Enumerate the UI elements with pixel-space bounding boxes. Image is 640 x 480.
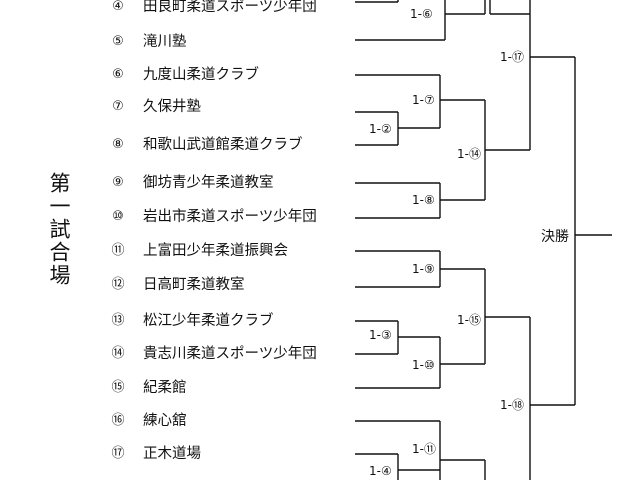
team-name: 滝川塾 [143, 34, 187, 50]
team-name: 日高町柔道教室 [143, 277, 245, 293]
match-label: 1-⑦ [412, 93, 435, 107]
team-name: 御坊青少年柔道教室 [143, 175, 274, 191]
seed-number: ⑯ [111, 413, 125, 428]
venue-label: 第一試合場 [47, 172, 71, 287]
match-label: 1-⑨ [412, 262, 435, 276]
team-entry: ⑤ 滝川塾 [108, 32, 187, 52]
team-entry: ⑫ 日高町柔道教室 [108, 275, 245, 295]
team-entry: ⑭ 貴志川柔道スポーツ少年団 [108, 344, 317, 364]
team-entry: ⑯ 練心舘 [108, 411, 187, 431]
team-entry: ⑧ 和歌山武道館柔道クラブ [108, 135, 303, 155]
match-label: 1-⑥ [410, 7, 433, 21]
match-label: 1-⑭ [457, 147, 481, 161]
team-name: 正木道場 [143, 446, 201, 462]
match-label: 1-⑮ [457, 313, 481, 327]
match-label: 1-③ [369, 328, 392, 342]
seed-number: ⑰ [111, 446, 125, 461]
team-name: 田良町柔道スポーツ少年団 [143, 0, 317, 15]
seed-number: ⑨ [112, 175, 124, 190]
final-label: 決勝 [541, 229, 569, 245]
match-label: 1-⑩ [412, 358, 435, 372]
team-name: 練心舘 [143, 413, 187, 429]
seed-number: ⑦ [112, 99, 124, 114]
team-name: 岩出市柔道スポーツ少年団 [143, 209, 317, 225]
team-name: 上富田少年柔道振興会 [143, 243, 288, 259]
seed-number: ⑤ [112, 34, 124, 49]
seed-number: ⑪ [111, 243, 125, 258]
team-name: 紀柔館 [143, 380, 187, 396]
seed-number: ⑧ [112, 137, 124, 152]
team-entry: ⑮ 紀柔館 [108, 378, 187, 398]
match-label: 1-② [369, 122, 392, 136]
seed-number: ⑩ [112, 209, 124, 224]
team-entry: ⑰ 正木道場 [108, 444, 201, 464]
team-name: 九度山柔道クラブ [143, 67, 259, 83]
match-label: 1-④ [369, 464, 392, 478]
team-name: 和歌山武道館柔道クラブ [143, 137, 303, 153]
team-name: 松江少年柔道クラブ [143, 313, 274, 329]
team-entry: ⑪ 上富田少年柔道振興会 [108, 241, 288, 261]
seed-number: ⑥ [112, 67, 124, 82]
seed-number: ⑫ [111, 277, 125, 292]
match-label: 1-⑧ [412, 193, 435, 207]
team-name: 久保井塾 [143, 99, 201, 115]
team-entry: ⑥ 九度山柔道クラブ [108, 65, 259, 85]
team-entry: ⑦ 久保井塾 [108, 97, 201, 117]
team-entry: ⑩ 岩出市柔道スポーツ少年団 [108, 207, 317, 227]
match-label: 1-⑰ [500, 50, 524, 64]
team-entry: ⑬ 松江少年柔道クラブ [108, 311, 274, 331]
seed-number: ⑬ [111, 313, 125, 328]
team-entry: ④ 田良町柔道スポーツ少年団 [108, 0, 317, 17]
match-label: 1-⑪ [412, 442, 436, 456]
team-name: 貴志川柔道スポーツ少年団 [143, 346, 317, 362]
seed-number: ⑭ [111, 346, 125, 361]
match-label: 1-⑱ [500, 398, 524, 412]
team-entry: ⑨ 御坊青少年柔道教室 [108, 173, 274, 193]
seed-number: ④ [112, 0, 124, 14]
seed-number: ⑮ [111, 380, 125, 395]
